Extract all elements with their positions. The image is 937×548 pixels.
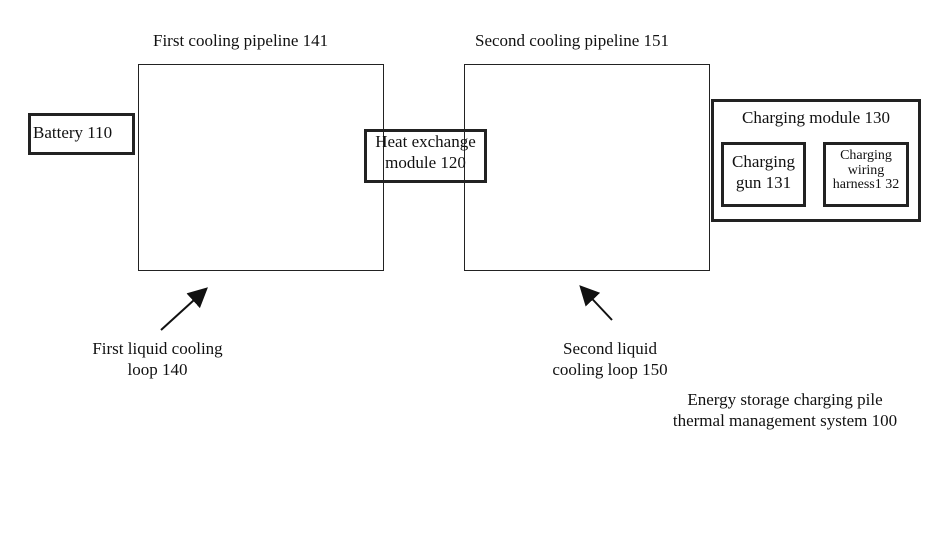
system-line-1: Energy storage charging pile bbox=[645, 389, 925, 410]
first-liquid-cooling-loop-label: First liquid cooling loop 140 bbox=[70, 338, 245, 381]
first-loop-arrow bbox=[161, 290, 205, 330]
system-label: Energy storage charging pile thermal man… bbox=[645, 389, 925, 432]
first-loop-line-1: First liquid cooling bbox=[70, 338, 245, 359]
second-liquid-cooling-loop-label: Second liquid cooling loop 150 bbox=[530, 338, 690, 381]
system-line-2: thermal management system 100 bbox=[645, 410, 925, 431]
first-loop-line-2: loop 140 bbox=[70, 359, 245, 380]
second-loop-line-1: Second liquid bbox=[530, 338, 690, 359]
second-loop-line-2: cooling loop 150 bbox=[530, 359, 690, 380]
second-loop-arrow bbox=[582, 288, 612, 320]
